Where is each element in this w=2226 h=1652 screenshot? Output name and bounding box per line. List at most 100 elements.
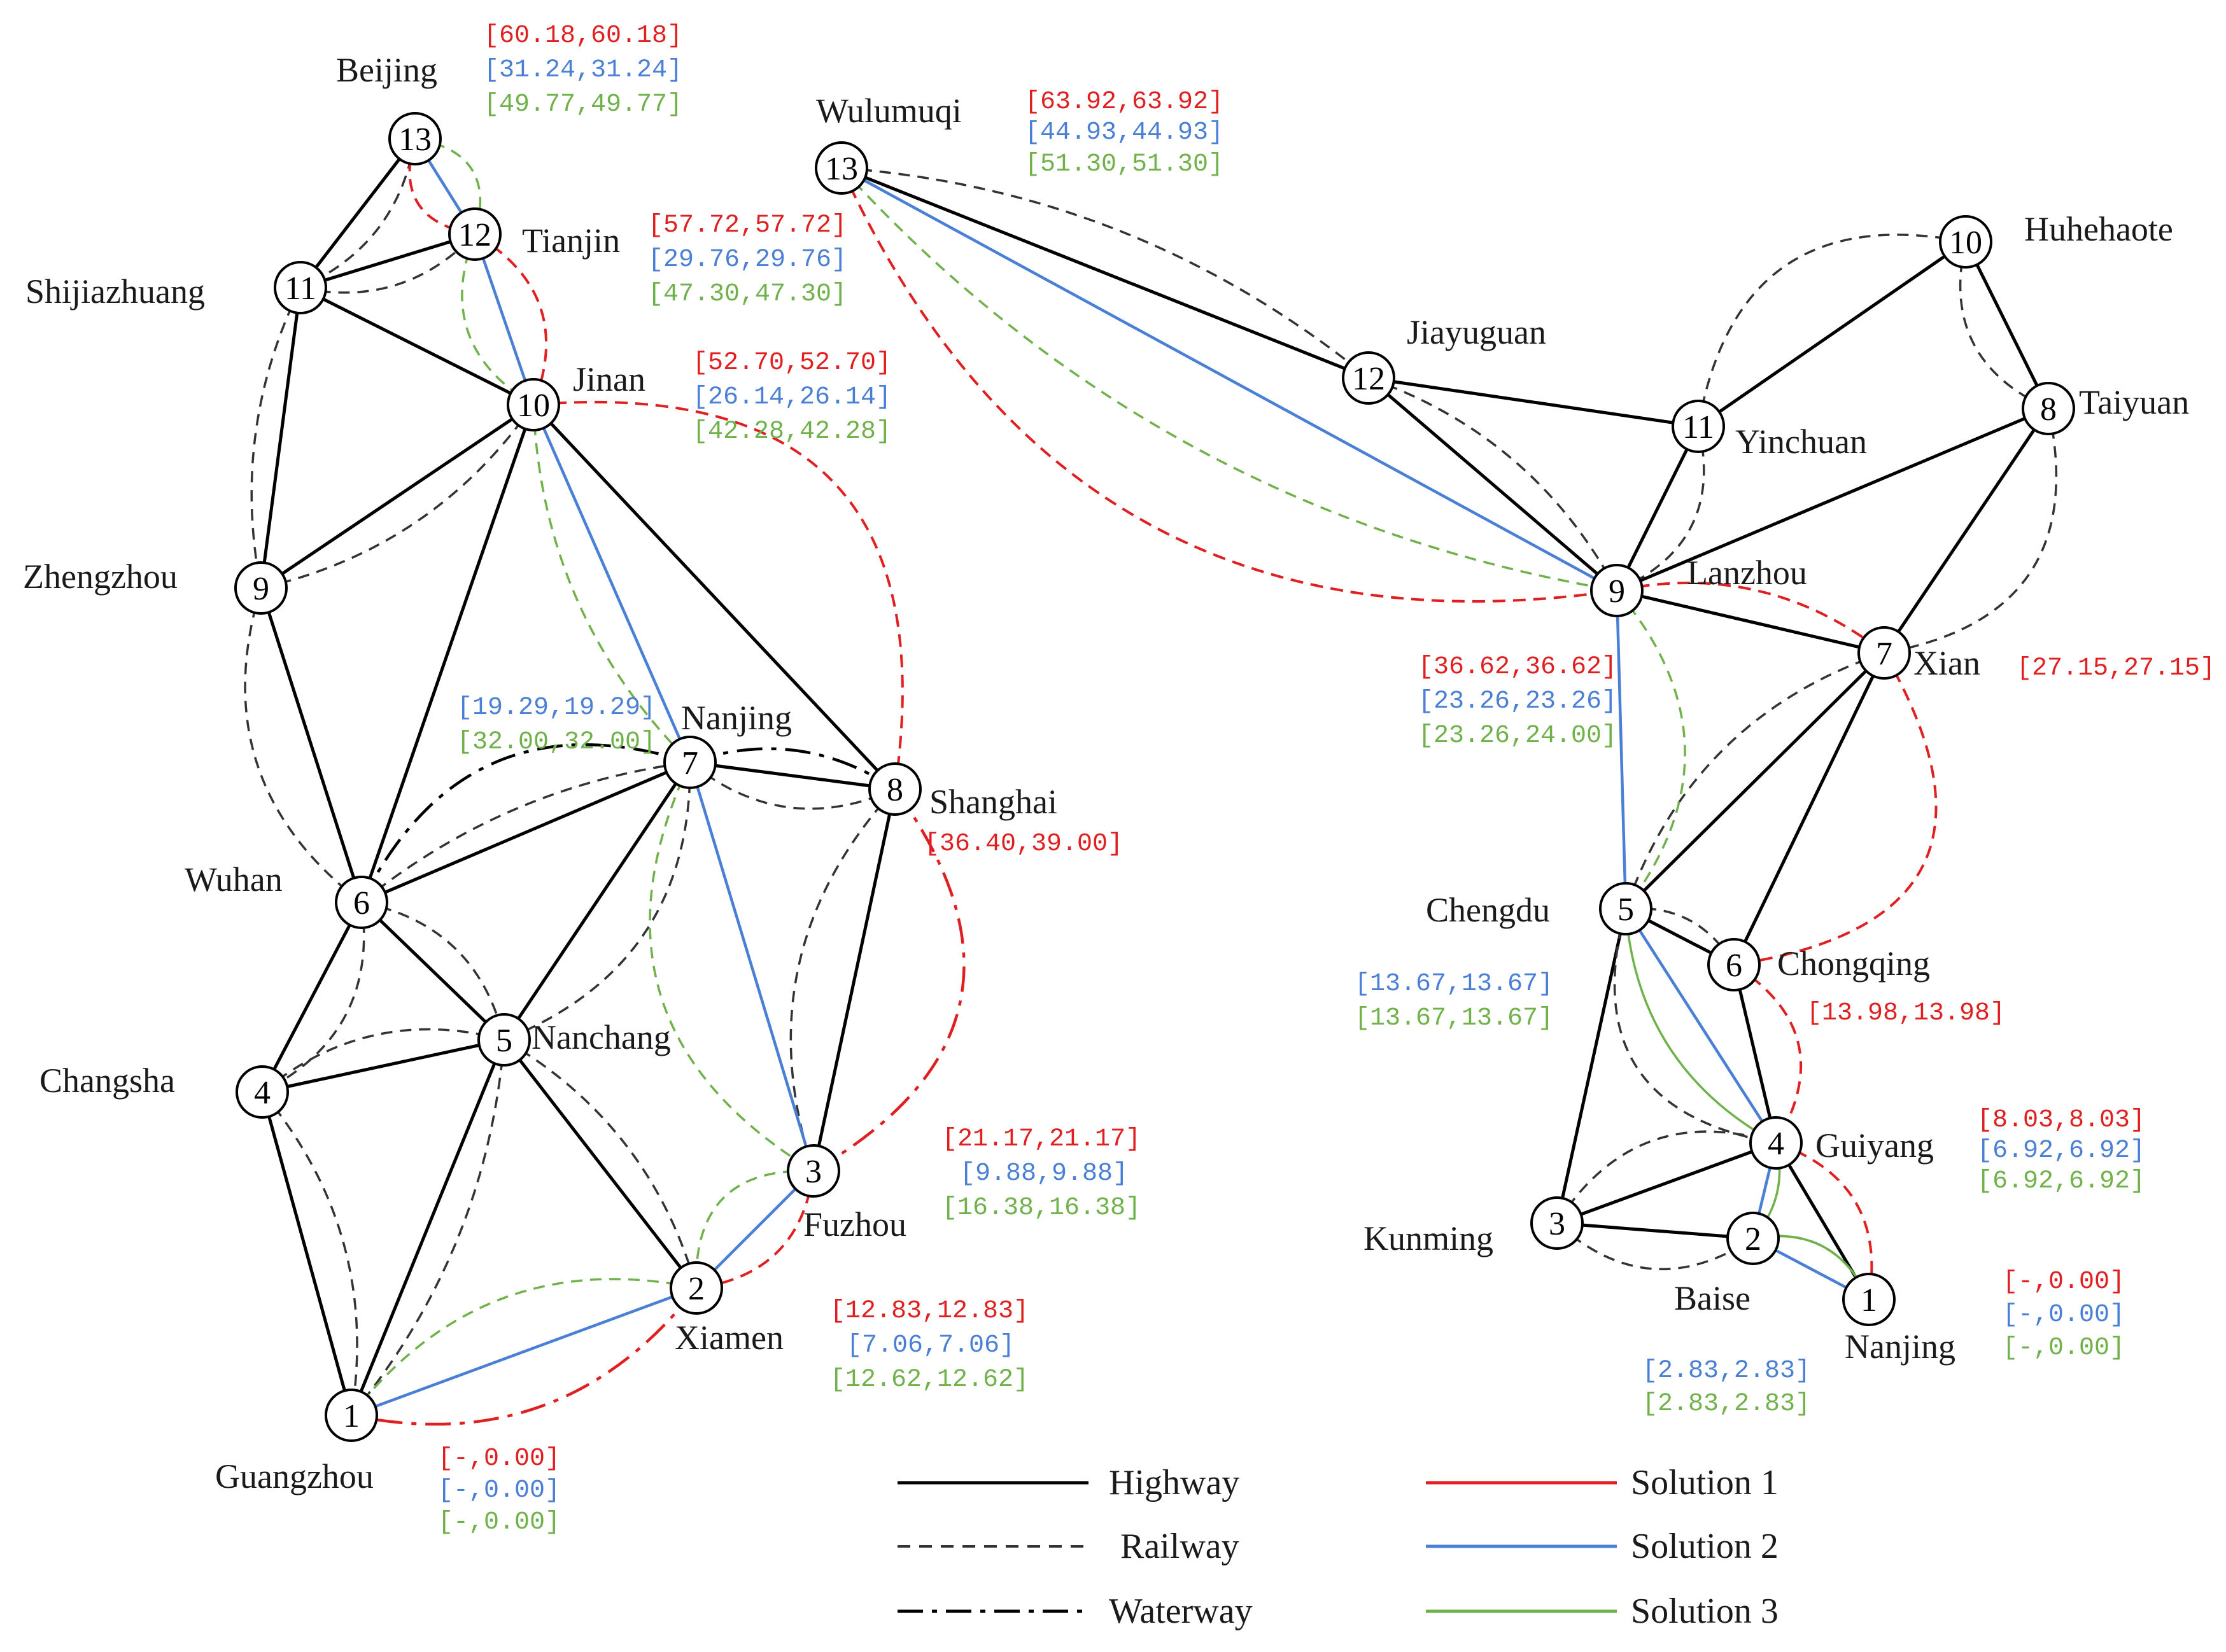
left-edge-8-3-R: [789, 788, 896, 1172]
right-edge-5-3-H: [1555, 908, 1628, 1224]
left-node-10: [507, 378, 560, 431]
right-node-5: [1599, 882, 1652, 935]
right-node-8: [2022, 382, 2075, 435]
right-city-7: Xian: [1913, 644, 1980, 682]
left-ann-13-s1: [60.18,60.18]: [484, 22, 682, 50]
left-ann-3-s3: [16.38,16.38]: [942, 1194, 1141, 1222]
left-edge-8-3-H: [812, 788, 897, 1172]
left-edge-10-7-s3: [532, 404, 691, 764]
right-edge-13-9-s3: [840, 167, 1617, 592]
left-edge-11-10-H: [299, 286, 535, 407]
left-node-5-label: 5: [496, 1023, 512, 1059]
left-edge-4-1-R: [261, 1091, 358, 1416]
right-node-13-label: 13: [825, 151, 858, 187]
right-ann-4-s2: [6.92,6.92]: [1977, 1137, 2145, 1165]
right-edge-11-10-H: [1697, 240, 1967, 428]
left-edge-11-12-H: [300, 232, 475, 290]
right-node-2: [1726, 1212, 1780, 1265]
right-edge-5-6-R: [1625, 907, 1735, 965]
legend-solution2-label: Solution 2: [1631, 1527, 1779, 1566]
right-node-1-label: 1: [1861, 1282, 1877, 1319]
left-edge-4-5-R: [261, 1028, 505, 1093]
left-city-5: Nanchang: [532, 1018, 671, 1056]
right-node-5-label: 5: [1617, 892, 1634, 928]
right-node-11: [1672, 400, 1725, 453]
left-edge-7-3-s2: [688, 762, 815, 1172]
left-edge-10-9-R: [260, 403, 535, 589]
right-node-7: [1857, 626, 1911, 680]
right-node-7-label: 7: [1876, 636, 1892, 672]
left-ann-3-s1: [21.17,21.17]: [942, 1125, 1141, 1154]
left-edge-13-11-H: [299, 137, 416, 289]
right-edge-11-9-H: [1615, 425, 1700, 592]
left-ann-1-s1: [-,0.00]: [438, 1445, 560, 1473]
left-node-13-label: 13: [398, 122, 432, 158]
edges-layer: [244, 137, 2058, 1426]
right-edge-3-4-R: [1556, 1130, 1777, 1224]
left-edge-12-10-s3: [461, 234, 534, 406]
left-edge-9-6-H: [259, 587, 363, 903]
right-city-8: Taiyuan: [2079, 383, 2189, 421]
right-ann-13-s2: [44.93,44.93]: [1025, 118, 1223, 147]
right-edge-12-9-R: [1368, 377, 1618, 591]
right-ann-4-s3: [6.92,6.92]: [1977, 1167, 2145, 1196]
right-ann-1-s1: [-,0.00]: [2003, 1268, 2125, 1296]
right-node-1: [1842, 1273, 1896, 1326]
left-edge-11-9-H: [259, 287, 302, 589]
right-node-4: [1749, 1116, 1803, 1170]
right-edge-5-4-s2: [1624, 907, 1777, 1144]
right-edge-10-8-H: [1964, 241, 2050, 410]
right-ann-2-s2: [2.83,2.83]: [1642, 1357, 1810, 1385]
left-node-11: [274, 261, 327, 314]
right-node-13: [815, 141, 868, 195]
left-node-7-label: 7: [682, 745, 698, 781]
left-edge-2-1-s1w: [351, 1287, 698, 1426]
right-ann-4-s1: [8.03,8.03]: [1977, 1106, 2145, 1135]
left-city-2: Xiamen: [675, 1319, 784, 1357]
left-node-12-label: 12: [458, 217, 491, 253]
right-node-12: [1342, 351, 1395, 405]
left-edge-10-7-s2: [532, 404, 692, 763]
right-city-labels: Wulumuqi Jiayuguan Huhehaote Taiyuan Yin…: [816, 92, 2189, 1366]
right-ann-13-s1: [63.92,63.92]: [1025, 88, 1223, 116]
right-edge-13-12-R: [841, 167, 1370, 379]
right-edge-6-4-H: [1732, 964, 1778, 1144]
right-ann-6-s1: [13.98,13.98]: [1807, 999, 2005, 1028]
left-city-9: Zhengzhou: [23, 557, 178, 596]
left-node-12: [448, 207, 502, 261]
right-edge-9-8-H: [1616, 407, 2049, 592]
left-edge-11-9-R: [250, 287, 302, 589]
right-node-9-label: 9: [1609, 573, 1625, 610]
left-node-11-label: 11: [285, 270, 316, 307]
right-city-5: Chengdu: [1426, 891, 1550, 929]
right-ann-9-s3: [23.26,24.00]: [1418, 722, 1617, 750]
left-edge-6-7-W: [360, 743, 691, 903]
left-city-labels: Beijing Tianjin Shijiazhuang Jinan Zheng…: [23, 51, 1057, 1495]
left-ann-12-s1: [57.72,57.72]: [648, 211, 847, 240]
right-node-6-label: 6: [1726, 948, 1742, 984]
left-ann-2-s1: [12.83,12.83]: [830, 1297, 1029, 1326]
left-edge-12-10-s2: [473, 234, 535, 405]
left-edge-4-5-H: [262, 1038, 505, 1094]
left-ann-1-s2: [-,0.00]: [438, 1476, 560, 1505]
right-edge-3-2-R: [1556, 1222, 1754, 1271]
left-city-12: Tianjin: [522, 221, 620, 260]
right-node-8-label: 8: [2040, 391, 2057, 428]
right-ann-13-s3: [51.30,51.30]: [1025, 150, 1223, 179]
right-city-4: Guiyang: [1815, 1126, 1934, 1165]
right-annotations: [63.92,63.92] [44.93,44.93] [51.30,51.30…: [1025, 88, 2215, 1418]
left-edge-6-7-H: [361, 760, 691, 904]
left-edge-6-4-R: [262, 902, 365, 1093]
right-city-13: Wulumuqi: [816, 92, 962, 130]
left-ann-7-s3: [32.00,32.00]: [457, 728, 656, 757]
right-edge-3-4-H: [1556, 1141, 1777, 1225]
right-city-12: Jiayuguan: [1407, 313, 1546, 351]
right-ann-1-s2: [-,0.00]: [2003, 1301, 2125, 1329]
left-ann-10-s3: [42.28,42.28]: [693, 417, 891, 446]
left-edge-5-2-H: [503, 1039, 698, 1289]
right-ann-5-s3: [13.67,13.67]: [1355, 1004, 1553, 1033]
right-edge-11-10-R: [1697, 234, 1966, 427]
right-node-2-label: 2: [1745, 1221, 1761, 1257]
left-node-8-label: 8: [887, 772, 903, 808]
right-node-12-label: 12: [1352, 361, 1385, 397]
